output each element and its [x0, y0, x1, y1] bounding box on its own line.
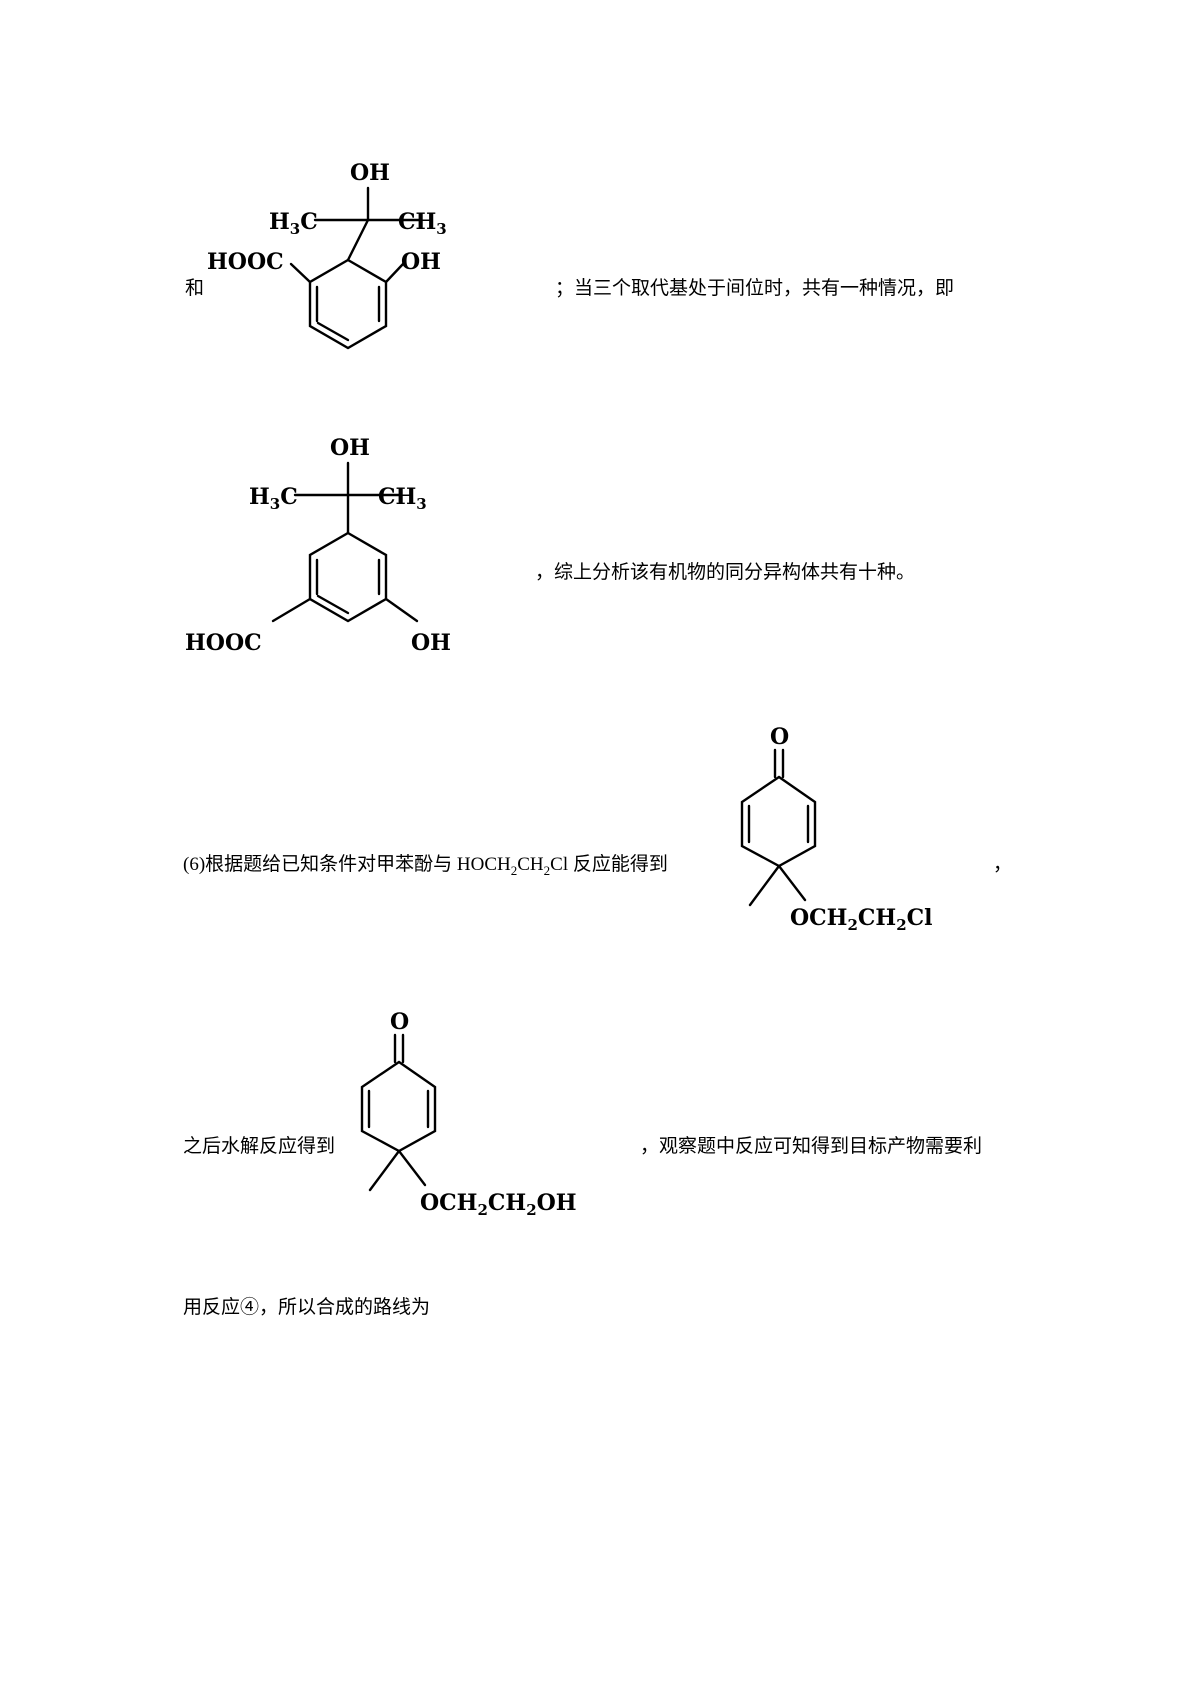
mol2-h3c: H3C [249, 484, 298, 513]
text-comma: ， [993, 853, 1013, 875]
mol1-ch3: CH3 [398, 209, 447, 238]
mol1-h3c: H3C [269, 209, 318, 238]
text-synthesis-route: 用反应④，所以合成的路线为 [183, 1296, 431, 1318]
text-hydrolysis: 之后水解反应得到 [183, 1135, 336, 1157]
mol1-hooc: HOOC [207, 249, 284, 275]
text-summary: ，综上分析该有机物的同分异构体共有十种。 [535, 561, 916, 583]
structure-meta-isomer: OH H3C CH3 HOOC OH [185, 435, 451, 656]
mol4-oxygen: O [390, 1009, 409, 1035]
mol2-oh-right: OH [411, 630, 451, 656]
structure-chloroethoxy-dienone: O OCH2CH2Cl [740, 724, 933, 934]
structure-hydroxyethoxy-dienone: O OCH2CH2OH [360, 1009, 577, 1219]
mol1-oh-right: OH [401, 249, 441, 275]
structure-ortho-isomer: OH H3C CH3 HOOC OH [207, 160, 447, 350]
text-meta-case: ；当三个取代基处于间位时，共有一种情况，即 [555, 277, 955, 299]
text-step6: (6)根据题给已知条件对甲苯酚与 HOCH2CH2Cl 反应能得到 [183, 854, 668, 878]
mol3-oxygen: O [770, 724, 789, 750]
mol1-oh-top: OH [350, 160, 390, 186]
mol2-ch3: CH3 [378, 484, 427, 513]
mol2-hooc: HOOC [185, 630, 262, 656]
mol3-substituent: OCH2CH2Cl [790, 905, 933, 934]
mol2-oh-top: OH [330, 435, 370, 461]
mol4-substituent: OCH2CH2OH [420, 1190, 577, 1219]
text-observation: ，观察题中反应可知得到目标产物需要利 [640, 1135, 983, 1157]
text-he: 和 [185, 277, 205, 299]
